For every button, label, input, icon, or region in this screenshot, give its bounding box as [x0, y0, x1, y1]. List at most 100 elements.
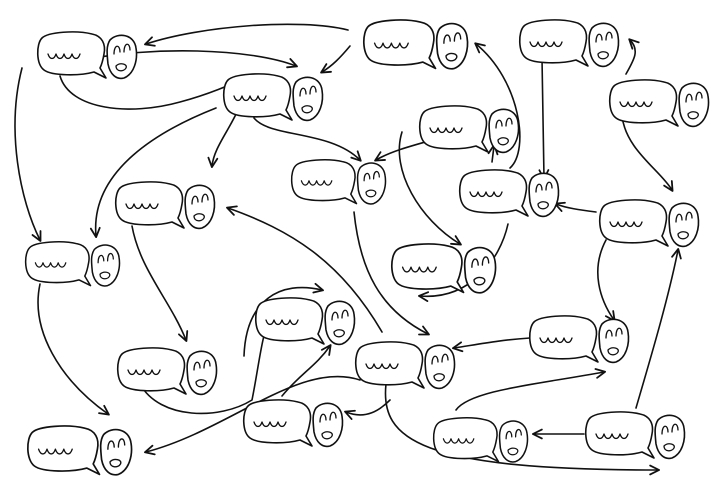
right-eye-icon [106, 252, 114, 262]
speech-character-c08 [114, 181, 216, 230]
connector-arrow-21 [37, 283, 110, 416]
connector-arrow-29 [455, 368, 606, 411]
speech-character-c01 [36, 31, 138, 80]
mouth-icon [365, 189, 377, 198]
scribble-speech-lines [300, 180, 333, 186]
mouth-icon [115, 63, 127, 72]
left-eye-icon [191, 195, 199, 205]
left-eye-icon [685, 93, 693, 103]
face-head [498, 420, 529, 463]
face-head [324, 300, 356, 346]
connector-arrow-12 [474, 42, 521, 169]
connector-arrow-5 [207, 109, 239, 169]
right-eye-icon [514, 428, 522, 438]
left-eye-icon [605, 329, 613, 339]
scribble-speech-lines [619, 101, 653, 108]
mouth-icon [301, 105, 313, 114]
right-eye-icon [505, 117, 513, 127]
right-eye-icon [203, 359, 211, 369]
mouth-icon [537, 201, 549, 210]
scribble-speech-lines [34, 262, 67, 268]
speech-character-c02 [362, 19, 469, 70]
left-eye-icon [495, 119, 503, 129]
scribble-speech-lines [429, 127, 463, 134]
mouth-icon [445, 52, 458, 62]
speech-character-c13 [254, 297, 356, 346]
face-head [99, 428, 133, 476]
left-eye-icon [299, 87, 307, 97]
right-eye-icon [372, 170, 380, 180]
left-eye-icon [471, 258, 479, 268]
connector-arrow-10 [398, 131, 462, 246]
connector-arrow-27 [344, 399, 391, 420]
face-head [678, 82, 710, 128]
speech-character-c12 [390, 243, 497, 294]
scribble-speech-lines [595, 433, 629, 440]
face-head [186, 350, 218, 396]
mouth-icon [677, 231, 689, 240]
characters-layer [24, 19, 710, 476]
connector-arrow-8 [14, 67, 42, 242]
speech-character-c19 [26, 425, 133, 476]
right-eye-icon [123, 43, 131, 53]
face-head [488, 108, 520, 154]
face-head [463, 246, 497, 294]
mouth-icon [99, 271, 111, 280]
left-eye-icon [363, 172, 371, 182]
scribble-speech-lines [529, 41, 563, 48]
right-eye-icon [453, 32, 462, 42]
face-head [424, 344, 456, 390]
speech-character-c04 [222, 73, 324, 122]
connector-arrow-31 [384, 383, 661, 476]
face-head [90, 244, 121, 287]
face-head [528, 172, 560, 218]
mouth-icon [507, 447, 519, 456]
left-eye-icon [107, 440, 115, 450]
face-head [435, 22, 469, 70]
right-eye-icon [441, 353, 449, 363]
mouth-icon [195, 379, 207, 388]
connector-arrow-3 [59, 75, 242, 110]
right-eye-icon [309, 85, 317, 95]
speech-character-c18 [432, 417, 529, 463]
mouth-icon [109, 458, 122, 468]
right-eye-icon [671, 423, 679, 433]
face-head [292, 76, 324, 122]
scribble-speech-lines [469, 191, 503, 198]
connector-arrow-6 [253, 117, 362, 162]
face-head [588, 22, 620, 68]
mouth-icon [333, 329, 345, 338]
face-head [356, 162, 387, 205]
left-eye-icon [331, 311, 339, 321]
speech-character-c07 [290, 159, 387, 205]
left-eye-icon [97, 254, 105, 264]
face-head [654, 414, 686, 460]
scribble-speech-lines [365, 363, 399, 370]
scribble-speech-lines [127, 369, 161, 376]
connector-arrow-16 [554, 201, 597, 213]
connector-arrow-7 [89, 107, 217, 239]
connector-arrow-22 [243, 282, 324, 357]
right-eye-icon [545, 181, 553, 191]
scribble-speech-lines [125, 203, 159, 210]
scribble-speech-lines [233, 95, 267, 102]
mouth-icon [687, 111, 699, 120]
scribble-speech-lines [265, 319, 299, 326]
face-head [598, 318, 630, 364]
speech-character-c09 [458, 169, 560, 218]
mouth-icon [663, 443, 675, 452]
arrows-layer [14, 23, 682, 476]
speech-character-c14 [528, 315, 630, 364]
left-eye-icon [193, 361, 201, 371]
mouth-icon [193, 213, 205, 222]
connector-arrow-20 [131, 225, 189, 342]
connector-arrow-19 [226, 205, 383, 333]
speech-character-c20 [584, 411, 686, 460]
connector-arrow-2 [320, 45, 351, 74]
scribble-speech-lines [373, 42, 409, 49]
scribble-speech-lines [401, 266, 437, 273]
mouth-icon [433, 373, 445, 382]
left-eye-icon [443, 34, 451, 44]
connector-arrow-1 [144, 23, 349, 47]
mouth-icon [473, 276, 486, 286]
